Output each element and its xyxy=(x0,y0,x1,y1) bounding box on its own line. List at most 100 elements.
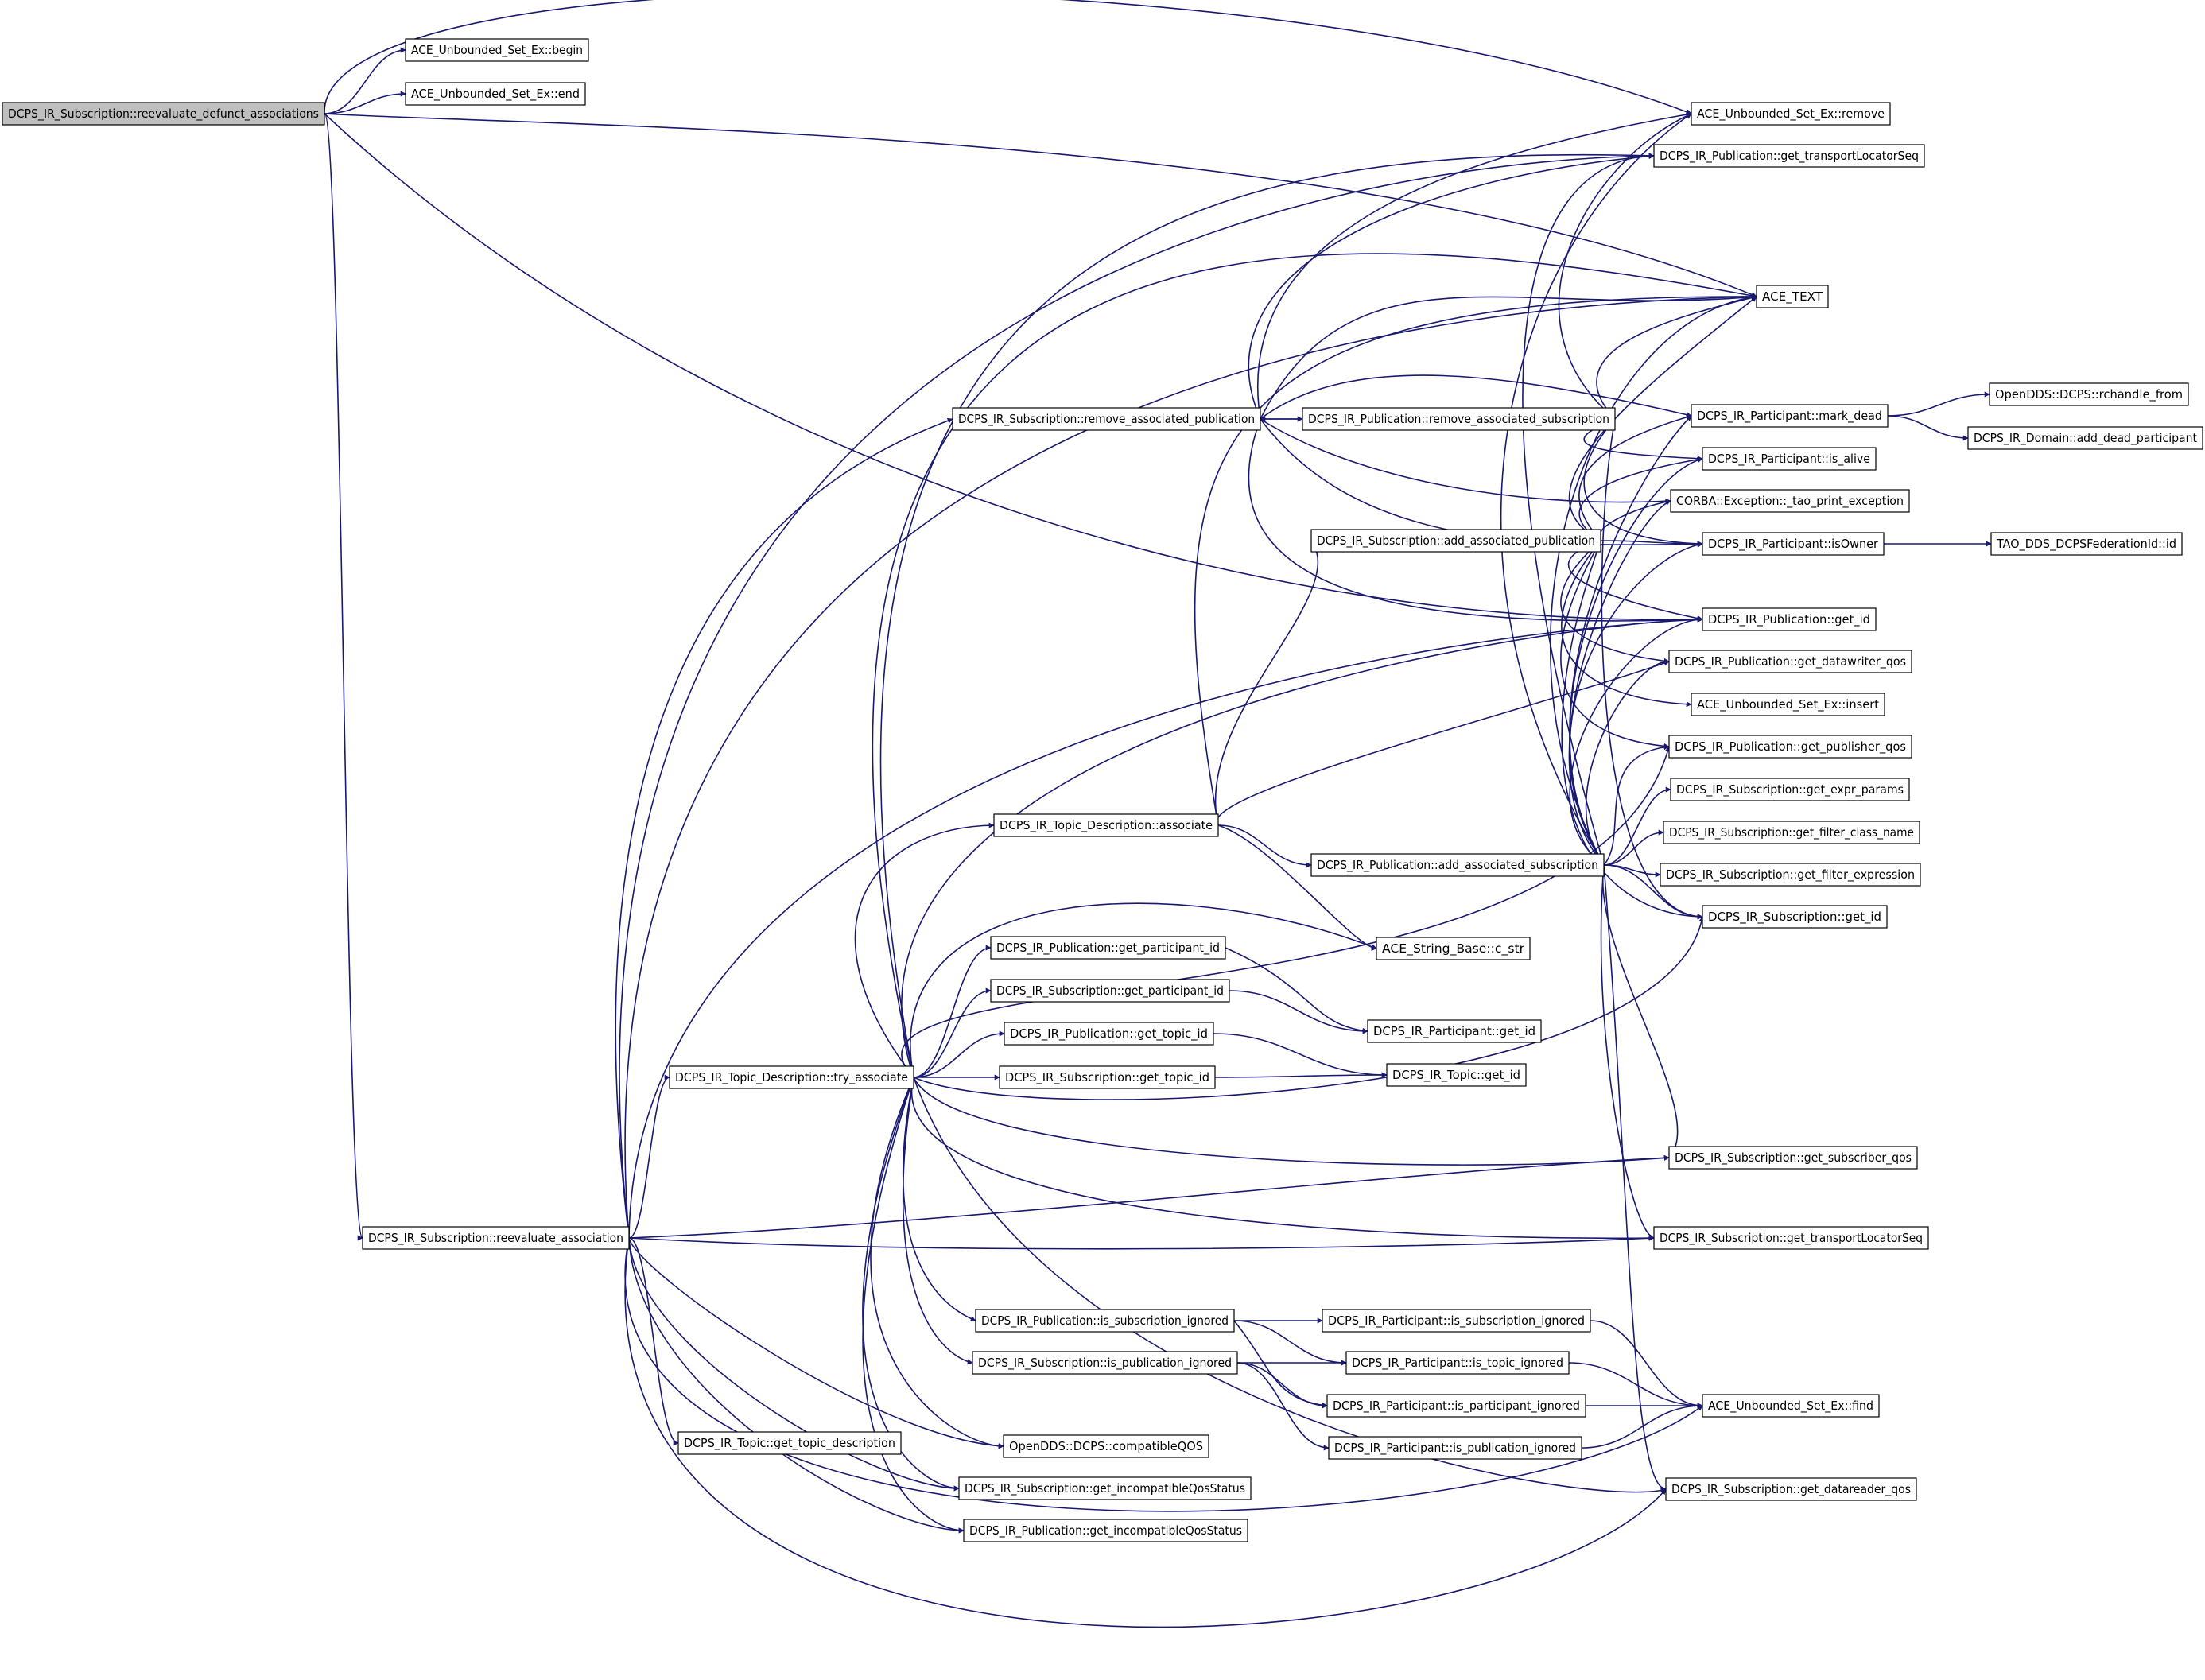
node-box xyxy=(405,38,589,62)
node-label: ACE_Unbounded_Set_Ex::end xyxy=(411,87,580,102)
node-box xyxy=(1345,1351,1570,1375)
call-edge-sub_aap-to-pub_pubqos xyxy=(1560,540,1670,749)
function-node-sub-get-id[interactable]: DCPS_IR_Subscription::get_id xyxy=(1702,905,1888,929)
node-box xyxy=(1989,382,2189,406)
node-label: CORBA::Exception::_tao_print_exception xyxy=(1676,494,1904,509)
call-edge-td_assoc-to-pub_aas xyxy=(1217,824,1312,868)
call-edge-pub_aas-to-pub_tls xyxy=(1522,153,1655,866)
call-edge-reeval-to-sub_tls xyxy=(628,1235,1655,1250)
node-box xyxy=(1326,1394,1586,1418)
function-node-root[interactable]: DCPS_IR_Subscription::reevaluate_defunct… xyxy=(2,102,325,126)
function-node-insert[interactable]: ACE_Unbounded_Set_Ex::insert xyxy=(1691,693,1885,716)
node-box xyxy=(1322,1309,1591,1333)
function-node-cstr[interactable]: ACE_String_Base::c_str xyxy=(1376,937,1531,960)
call-edge-try_assoc-to-sub_part_id xyxy=(913,987,992,1078)
node-label: DCPS_IR_Participant::is_participant_igno… xyxy=(1333,1399,1580,1414)
function-node-find[interactable]: ACE_Unbounded_Set_Ex::find xyxy=(1702,1394,1880,1418)
call-edge-reeval-to-get_td xyxy=(628,1237,679,1446)
function-node-mark-dead[interactable]: DCPS_IR_Participant::mark_dead xyxy=(1691,404,1889,428)
function-node-end[interactable]: ACE_Unbounded_Set_Ex::end xyxy=(405,82,586,106)
function-node-sub-subqos[interactable]: DCPS_IR_Subscription::get_subscriber_qos xyxy=(1668,1146,1918,1170)
function-node-part-is-part-ign[interactable]: DCPS_IR_Participant::is_participant_igno… xyxy=(1326,1394,1586,1418)
function-node-pub-part-id[interactable]: DCPS_IR_Publication::get_participant_id xyxy=(990,936,1226,960)
function-node-compat[interactable]: OpenDDS::DCPS::compatibleQOS xyxy=(1003,1434,1209,1458)
function-node-pub-tls[interactable]: DCPS_IR_Publication::get_transportLocato… xyxy=(1653,144,1925,168)
function-node-sub-tls[interactable]: DCPS_IR_Subscription::get_transportLocat… xyxy=(1653,1226,1929,1250)
call-edge-mark_dead-to-add_dead xyxy=(1887,415,1969,441)
call-edge-try_assoc-to-sub_drqos xyxy=(913,1077,1667,1494)
function-node-part-is-topic-ign[interactable]: DCPS_IR_Participant::is_topic_ignored xyxy=(1345,1351,1570,1375)
call-edge-pub_aas-to-is_alive xyxy=(1569,457,1703,866)
call-edge-td_assoc-to-pub_dwqos xyxy=(1216,660,1670,826)
function-node-part-is-pub-ign[interactable]: DCPS_IR_Participant::is_publication_igno… xyxy=(1328,1436,1582,1460)
node-label: DCPS_IR_Subscription::remove_associated_… xyxy=(958,412,1255,427)
call-edge-sub_aap-to-pub_get_id xyxy=(1567,540,1703,622)
function-node-fed-id[interactable]: TAO_DDS_DCPSFederationId::id xyxy=(1990,532,2183,556)
function-node-sub-drqos[interactable]: DCPS_IR_Subscription::get_datareader_qos xyxy=(1665,1477,1917,1501)
function-node-pub-dwqos[interactable]: DCPS_IR_Publication::get_datawriter_qos xyxy=(1668,650,1912,673)
node-label: DCPS_IR_Publication::get_datawriter_qos xyxy=(1675,654,1906,669)
node-box xyxy=(1670,489,1910,513)
call-edges xyxy=(324,0,1992,1628)
function-node-rchandle[interactable]: OpenDDS::DCPS::rchandle_from xyxy=(1989,382,2189,406)
function-node-td-assoc[interactable]: DCPS_IR_Topic_Description::associate xyxy=(993,813,1219,837)
function-node-corba[interactable]: CORBA::Exception::_tao_print_exception xyxy=(1670,489,1910,513)
call-edge-reeval-to-pub_incompat xyxy=(628,1237,965,1534)
function-node-is-alive[interactable]: DCPS_IR_Participant::is_alive xyxy=(1702,447,1877,471)
call-edge-pub_part_id-to-part_get_id xyxy=(1225,947,1368,1034)
function-node-is-owner[interactable]: DCPS_IR_Participant::isOwner xyxy=(1702,532,1885,556)
function-node-sub-is-pub-ign[interactable]: DCPS_IR_Subscription::is_publication_ign… xyxy=(972,1351,1238,1375)
node-box xyxy=(1967,426,2203,450)
function-node-remove[interactable]: ACE_Unbounded_Set_Ex::remove xyxy=(1691,102,1891,126)
node-label: DCPS_IR_Subscription::get_filter_express… xyxy=(1666,867,1915,883)
node-box xyxy=(958,1476,1252,1500)
function-node-topic-get-id[interactable]: DCPS_IR_Topic::get_id xyxy=(1386,1063,1527,1087)
call-edge-sub_topic_id-to-topic_get_id xyxy=(1214,1072,1388,1078)
function-node-sub-part-id[interactable]: DCPS_IR_Subscription::get_participant_id xyxy=(990,979,1230,1003)
function-node-sub-aap[interactable]: DCPS_IR_Subscription::add_associated_pub… xyxy=(1310,529,1601,553)
function-node-filter-expr[interactable]: DCPS_IR_Subscription::get_filter_express… xyxy=(1660,863,1921,887)
function-node-pub-aas[interactable]: DCPS_IR_Publication::add_associated_subs… xyxy=(1310,853,1605,877)
node-label: DCPS_IR_Publication::is_subscription_ign… xyxy=(981,1313,1229,1329)
call-edge-try_assoc-to-sub_incompat xyxy=(862,1077,960,1492)
node-label: DCPS_IR_Topic::get_topic_description xyxy=(684,1436,895,1451)
function-node-pub-ras[interactable]: DCPS_IR_Publication::remove_associated_s… xyxy=(1302,407,1616,431)
function-node-try-assoc[interactable]: DCPS_IR_Topic_Description::try_associate xyxy=(669,1065,914,1089)
function-node-pub-is-sub-ign[interactable]: DCPS_IR_Publication::is_subscription_ign… xyxy=(975,1309,1235,1333)
node-box xyxy=(1302,407,1616,431)
function-node-ace-text[interactable]: ACE_TEXT xyxy=(1756,285,1829,308)
call-edge-try_assoc-to-pub_tls xyxy=(879,153,1655,1078)
call-edge-try_assoc-to-ace_text xyxy=(872,253,1757,1078)
call-edge-pub_ras-to-is_owner xyxy=(1583,418,1703,547)
node-label: DCPS_IR_Subscription::reevaluate_defunct… xyxy=(8,107,319,122)
call-edge-reeval-to-sub_incompat xyxy=(628,1237,960,1492)
call-edge-td_assoc-to-cstr xyxy=(1217,824,1377,951)
function-node-begin[interactable]: ACE_Unbounded_Set_Ex::begin xyxy=(405,38,589,62)
function-node-sub-topic-id[interactable]: DCPS_IR_Subscription::get_topic_id xyxy=(999,1065,1216,1089)
function-node-filter-class[interactable]: DCPS_IR_Subscription::get_filter_class_n… xyxy=(1663,821,1920,844)
node-box xyxy=(1990,532,2183,556)
call-edge-sub_aap-to-is_owner xyxy=(1600,540,1703,547)
function-node-pub-topic-id[interactable]: DCPS_IR_Publication::get_topic_id xyxy=(1004,1022,1214,1046)
function-node-pub-incompat[interactable]: DCPS_IR_Publication::get_incompatibleQos… xyxy=(963,1519,1248,1542)
function-node-sub-rap[interactable]: DCPS_IR_Subscription::remove_associated_… xyxy=(952,407,1261,431)
function-node-part-get-id[interactable]: DCPS_IR_Participant::get_id xyxy=(1367,1019,1542,1043)
call-edge-reeval-to-find xyxy=(624,1237,1703,1512)
call-edge-reeval-to-try_assoc xyxy=(628,1074,670,1239)
node-label: DCPS_IR_Subscription::reevaluate_associa… xyxy=(368,1231,623,1246)
function-node-add-dead[interactable]: DCPS_IR_Domain::add_dead_participant xyxy=(1967,426,2203,450)
function-node-reeval[interactable]: DCPS_IR_Subscription::reevaluate_associa… xyxy=(362,1226,630,1250)
function-node-expr-params[interactable]: DCPS_IR_Subscription::get_expr_params xyxy=(1670,778,1910,801)
function-node-get-td[interactable]: DCPS_IR_Topic::get_topic_description xyxy=(677,1431,902,1455)
node-box xyxy=(1663,821,1920,844)
call-edge-sub_aap-to-pub_dwqos xyxy=(1560,540,1670,664)
node-box xyxy=(1653,144,1925,168)
function-node-pub-pubqos[interactable]: DCPS_IR_Publication::get_publisher_qos xyxy=(1668,735,1912,759)
node-box xyxy=(963,1519,1248,1542)
node-box xyxy=(1668,1146,1918,1170)
function-node-sub-incompat[interactable]: DCPS_IR_Subscription::get_incompatibleQo… xyxy=(958,1476,1252,1500)
function-node-part-is-sub-ign[interactable]: DCPS_IR_Participant::is_subscription_ign… xyxy=(1322,1309,1591,1333)
call-edge-root-to-remove xyxy=(324,0,1692,115)
function-node-pub-get-id[interactable]: DCPS_IR_Publication::get_id xyxy=(1702,607,1877,631)
node-box xyxy=(1702,607,1877,631)
